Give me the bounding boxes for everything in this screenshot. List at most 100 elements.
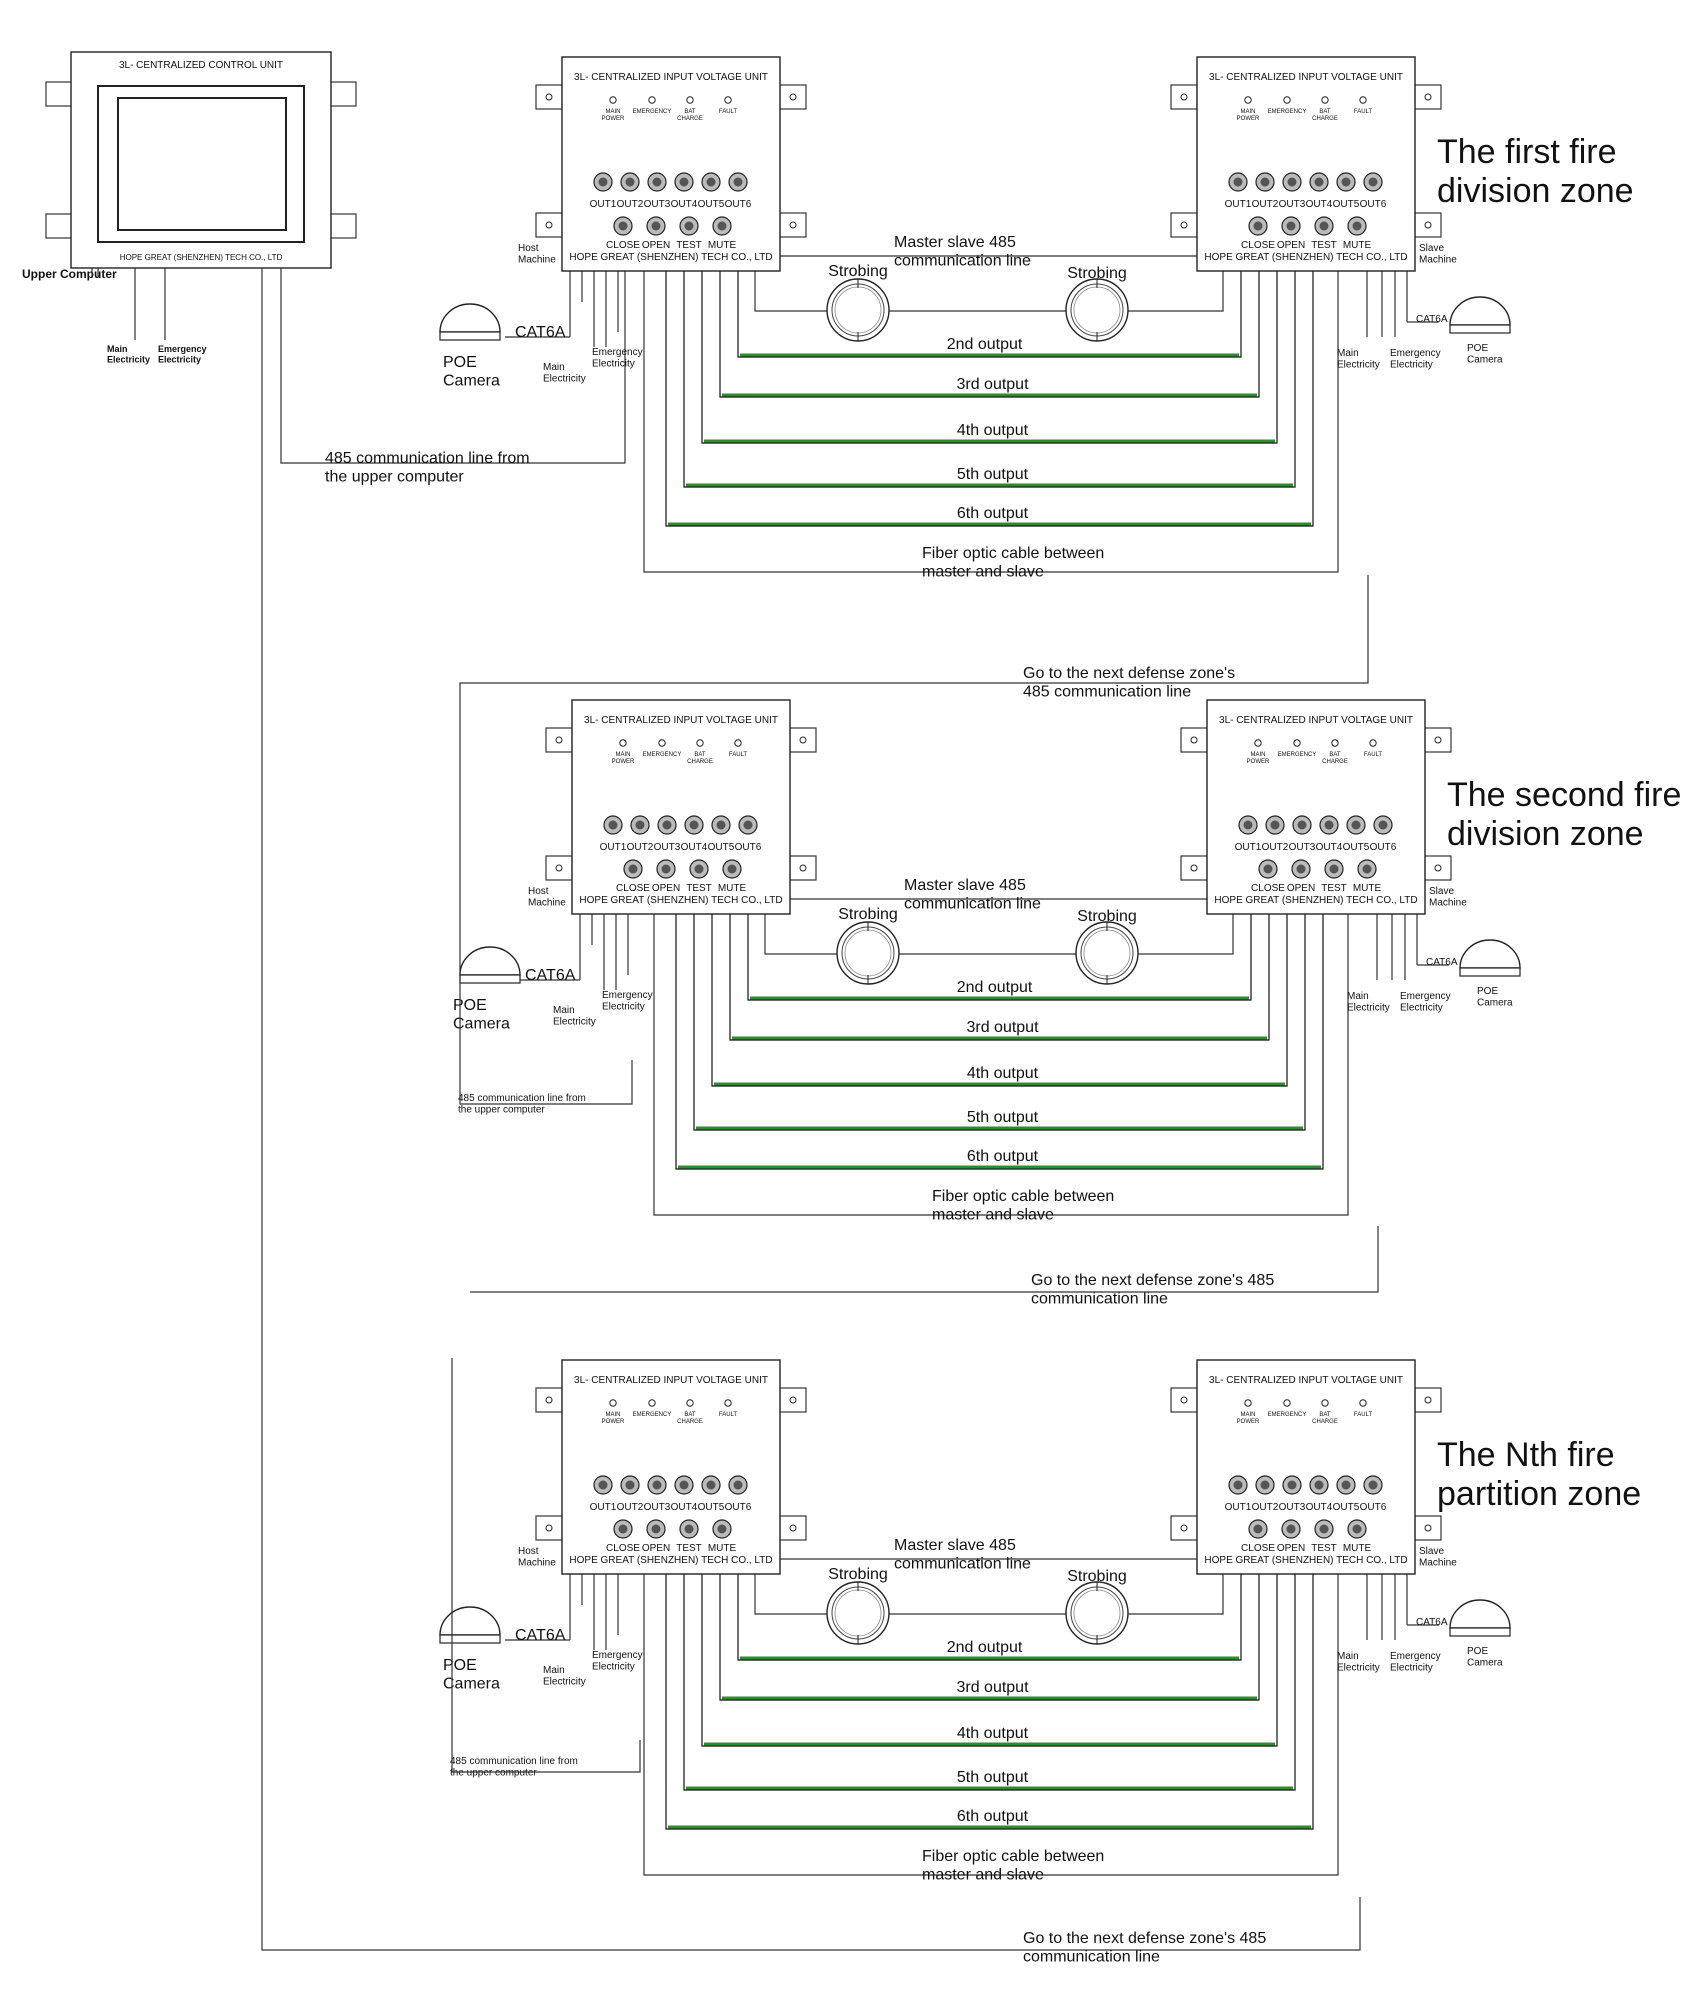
indicator-led [686, 96, 694, 104]
strobe-light [1065, 1581, 1129, 1645]
output-label: OUT3 [1289, 842, 1316, 853]
button-label: TEST [676, 240, 702, 251]
screw-hole [1434, 864, 1442, 872]
output-label: OUT1 [600, 842, 627, 853]
button-label: TEST [1311, 240, 1337, 251]
button-label: MUTE [708, 240, 737, 251]
indicator-led [1244, 96, 1252, 104]
screw-hole [789, 1396, 797, 1404]
indicator-label: EMERGENCY [1268, 1412, 1307, 1418]
unit-company: HOPE GREAT (SHENZHEN) TECH CO., LTD [579, 895, 782, 906]
button-center [1319, 1524, 1329, 1534]
knob-center [679, 177, 689, 187]
output-label: OUT2 [1252, 1502, 1279, 1513]
mounting-tab [1170, 212, 1198, 238]
screw-hole [1424, 93, 1432, 101]
strobe-label: Strobing [828, 263, 888, 280]
button-center [1362, 864, 1372, 874]
indicator-led [648, 96, 656, 104]
indicator-led [658, 739, 666, 747]
indicator-led [609, 1399, 617, 1407]
button-center [1329, 864, 1339, 874]
mounting-tab [1414, 212, 1442, 238]
mounting-tab [779, 212, 807, 238]
knob-center [733, 177, 743, 187]
mounting-tab [789, 855, 817, 881]
poe-camera-icon [1449, 296, 1511, 334]
cat6a-label: CAT6A [1416, 314, 1448, 325]
button-label: CLOSE [606, 1543, 640, 1554]
output-label: OUT3 [1279, 199, 1306, 210]
output-label: OUT5 [708, 842, 735, 853]
button-center [1253, 221, 1263, 231]
knob-center [635, 820, 645, 830]
output-line-label: 6th output [967, 1148, 1039, 1165]
indicator-label: FAULT [1354, 1412, 1373, 1418]
mounting-tab [779, 1515, 807, 1541]
output-label: OUT5 [1333, 1502, 1360, 1513]
mounting-tab [545, 727, 573, 753]
output-label: OUT4 [671, 199, 698, 210]
mounting-tab [535, 1387, 563, 1413]
knob-center [625, 1480, 635, 1490]
unit-body [1196, 1359, 1416, 1575]
button-label: TEST [686, 883, 712, 894]
button-center [1286, 1524, 1296, 1534]
indicator-led [686, 1399, 694, 1407]
output-label: OUT2 [627, 842, 654, 853]
output-line-label: 3rd output [956, 376, 1029, 393]
output-label: OUT4 [1306, 199, 1333, 210]
cat6a-label: CAT6A [515, 324, 566, 341]
knob-center [662, 820, 672, 830]
strobe-light [836, 921, 900, 985]
output-line-label: 2nd output [957, 979, 1033, 996]
screw-hole [1434, 736, 1442, 744]
poe-camera-icon [439, 303, 501, 341]
indicator-label: FAULT [729, 752, 748, 758]
knob-center [1233, 177, 1243, 187]
knob-center [1260, 1480, 1270, 1490]
button-center [651, 221, 661, 231]
upper-computer-caption: Upper Computer [22, 267, 117, 281]
output-label: OUT3 [654, 842, 681, 853]
indicator-led [1244, 1399, 1252, 1407]
button-center [717, 221, 727, 231]
output-line-label: 5th output [957, 1769, 1029, 1786]
unit-body [561, 56, 781, 272]
knob-center [1233, 1480, 1243, 1490]
indicator-label: EMERGENCY [633, 1412, 672, 1418]
unit-title: 3L- CENTRALIZED INPUT VOLTAGE UNIT [584, 715, 778, 726]
indicator-led [696, 739, 704, 747]
output-label: OUT1 [1225, 199, 1252, 210]
strobe-light [826, 278, 890, 342]
button-label: OPEN [642, 1543, 670, 1554]
strobe-label: Strobing [1067, 1568, 1127, 1585]
indicator-label: FAULT [719, 1412, 738, 1418]
output-label: OUT5 [1333, 199, 1360, 210]
screw-hole [1424, 1524, 1432, 1532]
mounting-tab [535, 1515, 563, 1541]
screw-hole [545, 1396, 553, 1404]
mounting-tab [545, 855, 573, 881]
knob-center [1287, 177, 1297, 187]
knob-center [1368, 1480, 1378, 1490]
